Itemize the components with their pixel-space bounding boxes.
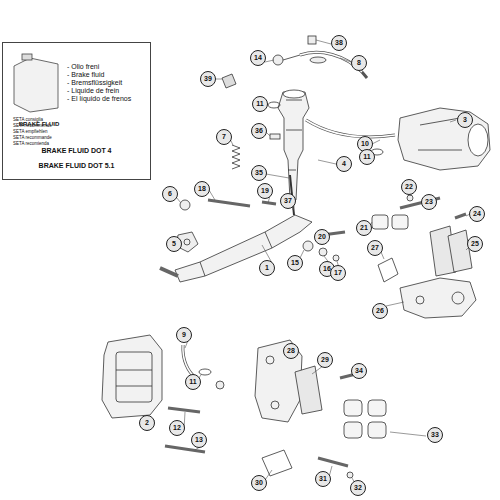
callout-number: 37 bbox=[280, 193, 296, 209]
callout-number: 36 bbox=[251, 123, 267, 139]
callout-number: 28 bbox=[283, 343, 299, 359]
callout-number: 27 bbox=[367, 240, 383, 256]
callout-number: 18 bbox=[194, 181, 210, 197]
fluid-text: BRAKE FLUID DOT 5.1 bbox=[3, 162, 150, 170]
callout-number: 9 bbox=[176, 327, 192, 343]
callout-number: 12 bbox=[169, 420, 185, 436]
callout-number: 20 bbox=[314, 229, 330, 245]
callout-number: 31 bbox=[315, 471, 331, 487]
fluid-text: BRAKE FLUID DOT 4 bbox=[3, 147, 150, 155]
callout-number: 4 bbox=[336, 156, 352, 172]
callout-number: 35 bbox=[251, 165, 267, 181]
callout-number: 8 bbox=[351, 55, 367, 71]
callout-number: 23 bbox=[421, 194, 437, 210]
callout-number: 1 bbox=[259, 260, 275, 276]
callout-number: 38 bbox=[331, 35, 347, 51]
callout-number: 24 bbox=[469, 206, 485, 222]
callout-number: 17 bbox=[330, 265, 346, 281]
callout-number: 5 bbox=[166, 236, 182, 252]
callout-number: 29 bbox=[317, 352, 333, 368]
callout-number: 11 bbox=[252, 96, 268, 112]
fluid-text: - Brake fluid bbox=[67, 71, 104, 79]
fluid-text: SETA empfiehlen bbox=[13, 129, 47, 135]
callout-number: 13 bbox=[191, 432, 207, 448]
callout-number: 30 bbox=[251, 475, 267, 491]
callout-number: 6 bbox=[162, 186, 178, 202]
callout-number: 26 bbox=[372, 303, 388, 319]
callout-number: 22 bbox=[401, 179, 417, 195]
callout-number: 3 bbox=[457, 112, 473, 128]
fluid-text: - Olio freni bbox=[67, 63, 99, 71]
callout-number: 2 bbox=[139, 415, 155, 431]
fluid-text: - El líquido de frenos bbox=[67, 95, 131, 103]
callout-number: 21 bbox=[356, 220, 372, 236]
callout-number: 14 bbox=[250, 50, 266, 66]
callout-number: 39 bbox=[200, 71, 216, 87]
fluid-text: - Liquide de frein bbox=[67, 87, 119, 95]
fluid-text: SETA recommande bbox=[13, 135, 52, 141]
callout-number: 32 bbox=[350, 480, 366, 496]
callout-number: 25 bbox=[467, 236, 483, 252]
fluid-text: SETA recomienda bbox=[13, 141, 49, 147]
fluid-text: - Bremsflüssigkeit bbox=[67, 79, 122, 87]
callout-number: 11 bbox=[359, 149, 375, 165]
fluid-text: SETA recommends bbox=[13, 123, 51, 129]
callout-number: 34 bbox=[351, 363, 367, 379]
callout-number: 7 bbox=[216, 129, 232, 145]
brake-fluid-box: BRAKE FLUID- Olio freni- Brake fluid- Br… bbox=[2, 42, 151, 180]
callout-number: 33 bbox=[427, 427, 443, 443]
fluid-text: SETA consiglia bbox=[13, 117, 43, 123]
callout-number: 15 bbox=[287, 255, 303, 271]
callout-number: 19 bbox=[257, 183, 273, 199]
callout-number: 11 bbox=[185, 374, 201, 390]
